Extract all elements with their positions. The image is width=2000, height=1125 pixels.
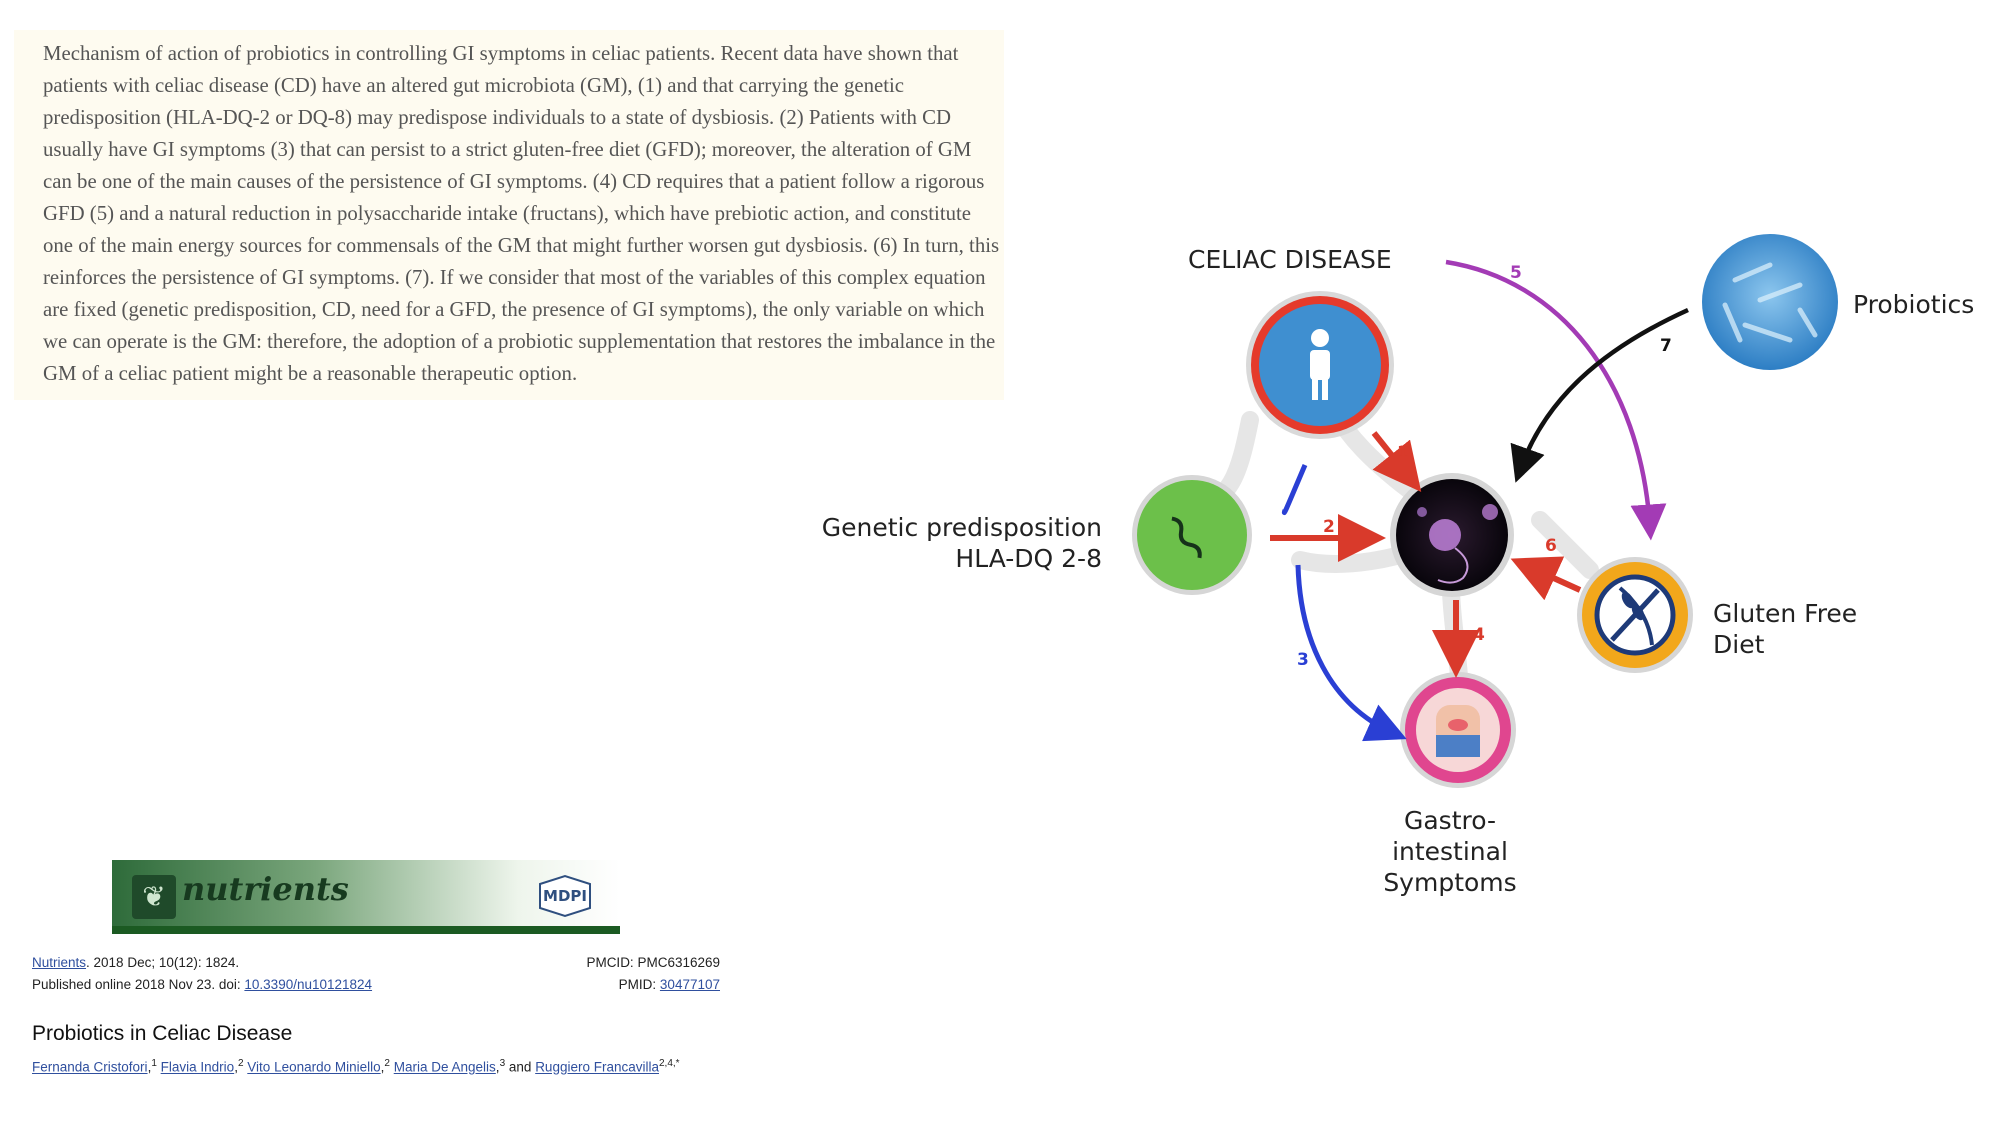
author-link[interactable]: Ruggiero Francavilla bbox=[535, 1059, 659, 1075]
arrow-number-6: 6 bbox=[1545, 536, 1557, 556]
gi-symptoms-node bbox=[1400, 672, 1516, 788]
author-affiliation: 2,4,* bbox=[659, 1058, 680, 1069]
article-title: Probiotics in Celiac Disease bbox=[32, 1022, 293, 1045]
label-celiac-disease: CELIAC DISEASE bbox=[1188, 245, 1392, 274]
label-gi-symptoms: Gastro- intestinal Symptoms bbox=[1370, 805, 1530, 898]
author-list: Fernanda Cristofori,1 Flavia Indrio,2 Vi… bbox=[32, 1058, 680, 1075]
author-affiliation: 1 bbox=[151, 1058, 157, 1069]
figure-caption: Mechanism of action of probiotics in con… bbox=[43, 42, 1000, 385]
published-line: Published online 2018 Nov 23. doi: 10.33… bbox=[32, 976, 372, 994]
published-prefix: Published online 2018 Nov 23. doi: bbox=[32, 977, 245, 992]
pmid-label: PMID: bbox=[618, 977, 660, 992]
citation-line: Nutrients. 2018 Dec; 10(12): 1824. bbox=[32, 954, 239, 972]
figure-caption-box: Mechanism of action of probiotics in con… bbox=[14, 30, 1004, 400]
arrow-number-4: 4 bbox=[1473, 625, 1485, 645]
author-link[interactable]: Fernanda Cristofori bbox=[32, 1059, 148, 1075]
journal-name: nutrients bbox=[182, 870, 349, 908]
label-gluten-line-2: Diet bbox=[1713, 630, 1765, 659]
mdpi-logo: MDPI bbox=[539, 874, 591, 918]
arrow-number-2: 2 bbox=[1323, 517, 1335, 537]
label-gastro-line-2: intestinal bbox=[1392, 837, 1508, 866]
publisher-name: MDPI bbox=[543, 887, 587, 905]
label-gluten-line-1: Gluten Free bbox=[1713, 599, 1858, 628]
journal-logo-icon: ❦ bbox=[132, 875, 176, 919]
label-gastro-line-3: Symptoms bbox=[1383, 868, 1517, 897]
arrow-number-1: 1 bbox=[1397, 443, 1409, 463]
author-affiliation: 3 bbox=[499, 1058, 506, 1069]
arrow-number-5: 5 bbox=[1510, 263, 1522, 283]
author-link[interactable]: Flavia Indrio bbox=[160, 1059, 235, 1075]
person-icon bbox=[1310, 329, 1330, 400]
author-and: and bbox=[508, 1059, 532, 1075]
pmid-line: PMID: 30477107 bbox=[619, 976, 720, 994]
microbiota-node bbox=[1390, 473, 1514, 597]
celiac-disease-node bbox=[1246, 291, 1394, 439]
author-affiliation: 2 bbox=[237, 1058, 244, 1069]
label-genetic-predisposition: Genetic predisposition HLA-DQ 2-8 bbox=[822, 512, 1102, 574]
banner-bar bbox=[112, 926, 620, 934]
arrow-3 bbox=[1295, 564, 1407, 742]
genetic-predisposition-node bbox=[1132, 475, 1252, 595]
arrow-number-3: 3 bbox=[1297, 650, 1309, 670]
label-gastro-line-1: Gastro- bbox=[1403, 806, 1497, 835]
arrow-7 bbox=[1510, 307, 1689, 483]
journal-banner[interactable]: ❦ nutrients MDPI bbox=[112, 860, 620, 934]
author-link[interactable]: Maria De Angelis bbox=[393, 1059, 496, 1075]
arrow-number-7: 7 bbox=[1660, 336, 1672, 356]
arrow-5 bbox=[1445, 259, 1667, 541]
arrow-6 bbox=[1510, 556, 1582, 601]
author-affiliation: 2 bbox=[384, 1058, 390, 1069]
author-link[interactable]: Vito Leonardo Miniello bbox=[247, 1059, 381, 1075]
microbe-icon bbox=[1417, 504, 1498, 584]
dna-icon bbox=[1171, 516, 1202, 559]
wheat-crossed-icon bbox=[1610, 586, 1660, 646]
pmid-link[interactable]: 30477107 bbox=[659, 977, 720, 992]
label-gluten-free-diet: Gluten Free Diet bbox=[1713, 598, 1857, 660]
bacteria-icon bbox=[1722, 262, 1818, 343]
label-genetic-line-1: Genetic predisposition bbox=[821, 513, 1102, 542]
arrow-1 bbox=[1371, 431, 1422, 493]
arrow-3-tail bbox=[1281, 464, 1308, 515]
journal-link[interactable]: Nutrients bbox=[32, 955, 87, 970]
doi-link[interactable]: 10.3390/nu10121824 bbox=[244, 977, 373, 992]
pmcid: PMCID: PMC6316269 bbox=[586, 955, 720, 970]
gluten-free-diet-node bbox=[1577, 557, 1693, 673]
label-genetic-line-2: HLA-DQ 2-8 bbox=[955, 544, 1102, 573]
probiotics-node bbox=[1702, 234, 1838, 370]
abdomen-icon bbox=[1436, 705, 1480, 757]
citation-issue: . 2018 Dec; 10(12): 1824. bbox=[86, 955, 240, 970]
label-probiotics: Probiotics bbox=[1853, 290, 1975, 319]
